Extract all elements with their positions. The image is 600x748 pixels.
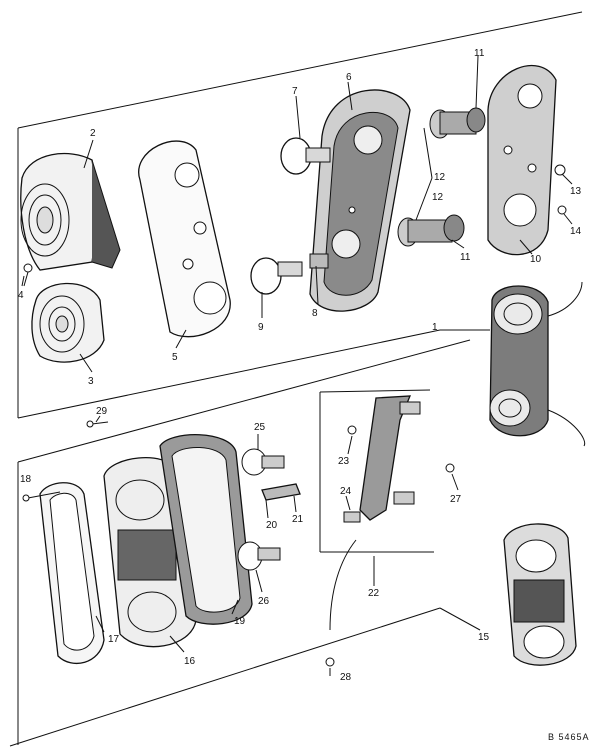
- callout-28: 28: [340, 672, 352, 683]
- part-27-screw: [445, 463, 455, 473]
- callout-5: 5: [172, 352, 178, 363]
- callout-7: 7: [292, 86, 298, 97]
- callout-19: 19: [234, 616, 246, 627]
- reference-code: B 5465A: [548, 732, 590, 742]
- part-6-lamp-body: [309, 89, 411, 312]
- callout-4: 4: [18, 290, 24, 301]
- callout-14: 14: [570, 226, 582, 237]
- callout-11-upper: 11: [474, 48, 485, 59]
- part-28-screw: [325, 657, 335, 667]
- callout-21: 21: [292, 514, 304, 525]
- leader-lines: [21, 55, 573, 676]
- part-3-lower-lens: [31, 282, 105, 363]
- callout-15: 15: [478, 632, 490, 643]
- callout-12-upper: 12: [434, 172, 446, 183]
- callout-8: 8: [312, 308, 318, 319]
- callout-22: 22: [368, 588, 380, 599]
- callout-17: 17: [108, 634, 120, 645]
- callout-10: 10: [530, 254, 542, 265]
- callout-11-lower: 11: [460, 252, 471, 263]
- callout-25: 25: [254, 422, 266, 433]
- lower-panel-frame: [9, 339, 471, 747]
- part-8-bulb-holder: [309, 253, 329, 269]
- part-9-bulb: [250, 257, 303, 295]
- callout-6: 6: [346, 72, 352, 83]
- part-2-upper-lens: [20, 153, 121, 271]
- upper-panel-frame: [17, 11, 583, 419]
- part-14-screw: [557, 205, 567, 215]
- part-17-gasket: [39, 482, 105, 665]
- callout-29: 29: [96, 406, 108, 417]
- part-22-bracket-group: [319, 389, 434, 631]
- callout-3: 3: [88, 376, 94, 387]
- part-11-bulb-holder-upper: [429, 107, 486, 139]
- part-26-bulb: [237, 541, 281, 571]
- part-18-screw: [22, 491, 61, 502]
- callout-1-upper: 1: [432, 322, 438, 333]
- callout-12-lower: 12: [432, 192, 444, 203]
- callout-20: 20: [266, 520, 278, 531]
- callout-18: 18: [20, 474, 32, 485]
- callout-26: 26: [258, 596, 270, 607]
- part-1-assembled-rear-lamp: [489, 281, 586, 447]
- callout-9: 9: [258, 322, 264, 333]
- part-20-clip: [261, 483, 301, 501]
- callout-24: 24: [340, 486, 352, 497]
- part-13-nut: [554, 164, 566, 176]
- callout-labels: 2 3 4 5 6 7 8 9 10 11 11 12 12 13 14 15 …: [18, 48, 590, 742]
- part-11-bulb-holder-lower: [397, 214, 465, 247]
- part-10-back-plate: [487, 64, 557, 256]
- part-29-screw: [86, 420, 109, 428]
- callout-2: 2: [90, 128, 96, 139]
- callout-13: 13: [570, 186, 582, 197]
- callout-23: 23: [338, 456, 350, 467]
- callout-27: 27: [450, 494, 462, 505]
- callout-16: 16: [184, 656, 196, 667]
- part-15-assembled-lamp: [503, 523, 577, 666]
- part-5-gasket: [138, 140, 231, 338]
- part-25-bulb: [241, 448, 285, 476]
- part-19-lamp-body: [159, 434, 253, 625]
- part-7-bulb: [280, 137, 331, 175]
- part-4-screw: [23, 263, 33, 287]
